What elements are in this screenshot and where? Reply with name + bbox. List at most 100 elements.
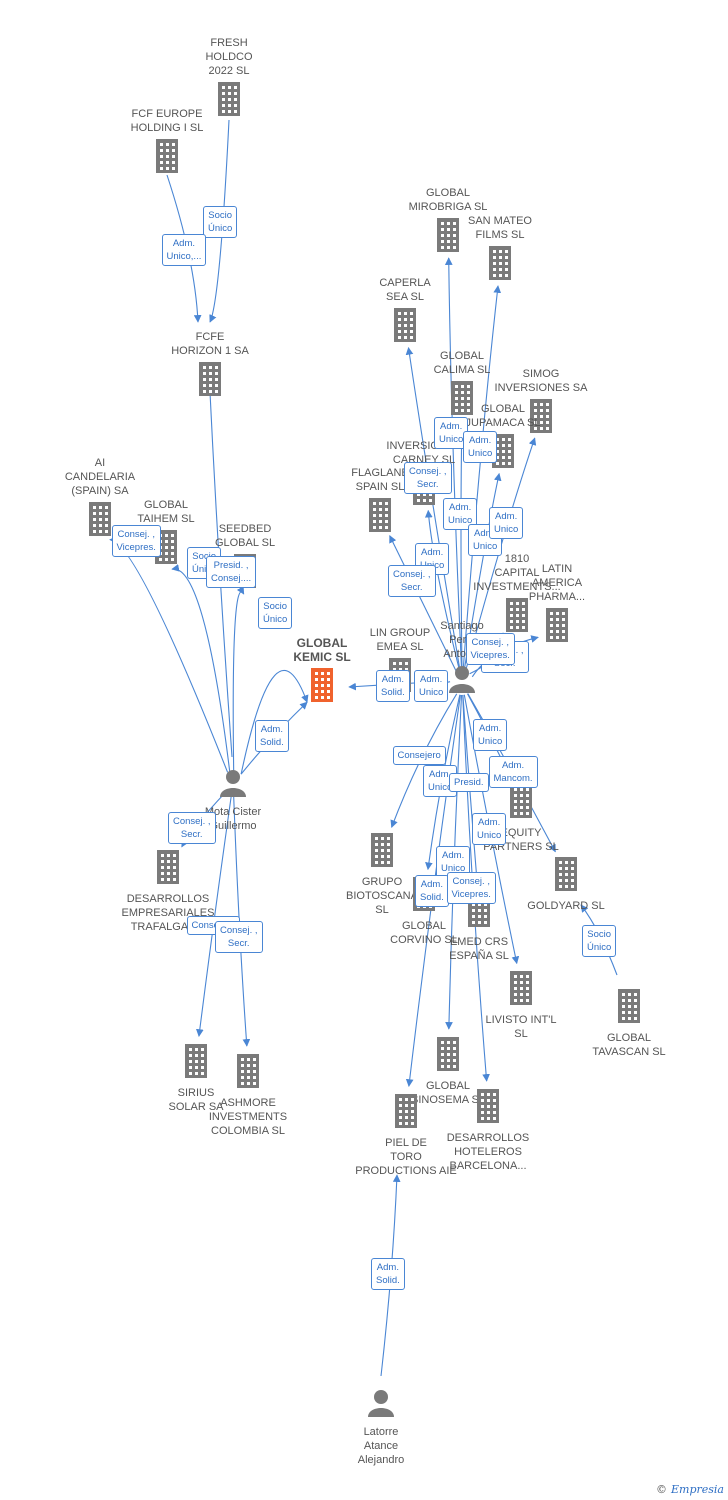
- node-ashmore[interactable]: ASHMORE INVESTMENTS COLOMBIA SL: [183, 1050, 313, 1138]
- node-latam[interactable]: LATIN AMERICA PHARMA...: [492, 562, 622, 650]
- node-equity[interactable]: EQUITY PARTNERS SL: [456, 780, 586, 854]
- node-label: EMED CRS ESPAÑA SL: [449, 936, 509, 962]
- edge-label[interactable]: Adm. Unico,...: [161, 234, 207, 266]
- node-label: EQUITY PARTNERS SL: [483, 827, 559, 853]
- edge-label[interactable]: Consej. , Secr.: [388, 565, 436, 597]
- node-label: PIEL DE TORO PRODUCTIONS AIE: [355, 1137, 457, 1177]
- node-sanmateo[interactable]: SAN MATEO FILMS SL: [435, 214, 565, 288]
- node-sinosema[interactable]: GLOBAL SINOSEMA SL: [383, 1033, 513, 1107]
- building-icon: [423, 1089, 553, 1127]
- edge-label[interactable]: Adm. Solid.: [255, 720, 289, 752]
- edge-label[interactable]: Consej. , Secr.: [168, 812, 216, 844]
- node-label: Latorre Atance Alejandro: [357, 1426, 405, 1466]
- edge-label[interactable]: Adm. Unico: [473, 719, 508, 751]
- edge-label[interactable]: Consej. , Secr.: [404, 462, 452, 494]
- node-label: GLOBAL CALIMA SL: [433, 350, 491, 376]
- edge-label[interactable]: Adm. Solid.: [371, 1258, 405, 1290]
- node-latorre[interactable]: Latorre Atance Alejandro: [316, 1385, 446, 1467]
- node-livisto[interactable]: LIVISTO INT'L SL: [456, 967, 586, 1041]
- edge-label[interactable]: Adm. Mancom.: [488, 756, 538, 788]
- node-label: FCF EUROPE HOLDING I SL: [130, 108, 204, 134]
- building-icon: [397, 381, 527, 419]
- node-aicand[interactable]: AI CANDELARIA (SPAIN) SA: [35, 456, 165, 544]
- node-caperla[interactable]: CAPERLA SEA SL: [340, 276, 470, 350]
- building-icon: [145, 362, 275, 400]
- edge-label[interactable]: Adm. Solid.: [415, 875, 449, 907]
- node-fcfe[interactable]: FCFE HORIZON 1 SA: [145, 330, 275, 404]
- building-icon: [315, 498, 445, 536]
- node-goldyard[interactable]: GOLDYARD SL: [501, 853, 631, 913]
- node-label: SIMOG INVERSIONES SA: [494, 368, 588, 394]
- edge-label[interactable]: Adm. Unico: [463, 431, 498, 463]
- node-grupobio[interactable]: GRUPO BIOTOSCANA SL: [317, 829, 447, 917]
- node-tavascan[interactable]: GLOBAL TAVASCAN SL: [564, 985, 694, 1059]
- edge-mota-to-gtaihem: [171, 564, 231, 772]
- edge-label[interactable]: Adm. Unico: [414, 670, 449, 702]
- edge-santiago-to-carney: [424, 509, 461, 672]
- node-label: SEEDBED GLOBAL SL: [214, 523, 276, 549]
- node-flaglane[interactable]: FLAGLANE SPAIN SL: [315, 466, 445, 540]
- edge-label[interactable]: Consej. , Secr.: [215, 921, 263, 953]
- node-calima[interactable]: GLOBAL CALIMA SL: [397, 349, 527, 423]
- node-label: CAPERLA SEA SL: [379, 277, 431, 303]
- person-icon: [316, 1389, 446, 1421]
- node-label: FCFE HORIZON 1 SA: [171, 331, 249, 357]
- building-icon: [35, 502, 165, 540]
- building-icon: [456, 971, 586, 1009]
- node-label: GLOBAL TAVASCAN SL: [592, 1032, 666, 1058]
- building-icon: [102, 139, 232, 177]
- node-simog[interactable]: SIMOG INVERSIONES SA: [476, 367, 606, 441]
- edge-label[interactable]: Presid. , Consej....: [206, 556, 257, 588]
- node-label: FRESH HOLDCO 2022 SL: [205, 37, 253, 77]
- node-jupamaca[interactable]: GLOBAL JUPAMACA SL: [438, 402, 568, 476]
- node-label: GLOBAL SINOSEMA SL: [411, 1080, 485, 1106]
- edge-label[interactable]: Consej. , Vicepres.: [446, 872, 496, 904]
- edge-label[interactable]: Consejero: [392, 745, 446, 765]
- edge-label[interactable]: Consej. , Vicepres.: [465, 633, 515, 665]
- node-label: DESARROLLOS HOTELEROS BARCELONA...: [446, 1132, 530, 1172]
- node-c1810[interactable]: 1810 CAPITAL INVESTMENTS...: [452, 552, 582, 640]
- node-emedcrs[interactable]: EMED CRS ESPAÑA SL: [414, 889, 544, 963]
- node-mota[interactable]: Mota Cister Guillermo: [168, 765, 298, 833]
- node-label: GLOBAL KEMIC SL: [293, 636, 351, 664]
- node-label: LIVISTO INT'L SL: [485, 1014, 557, 1040]
- node-sirius[interactable]: SIRIUS SOLAR SA: [131, 1040, 261, 1114]
- edge-label[interactable]: Adm. Unico: [489, 507, 524, 539]
- edge-label[interactable]: Adm. Solid.: [376, 670, 410, 702]
- building-icon: [383, 218, 513, 256]
- node-label: GLOBAL TAIHEM SL: [137, 499, 195, 525]
- building-icon: [340, 308, 470, 346]
- edge-label[interactable]: Socio Único: [258, 597, 293, 629]
- node-label: ASHMORE INVESTMENTS COLOMBIA SL: [208, 1097, 288, 1137]
- node-deshot[interactable]: DESARROLLOS HOTELEROS BARCELONA...: [423, 1085, 553, 1173]
- building-icon: [103, 850, 233, 888]
- node-label: AI CANDELARIA (SPAIN) SA: [64, 457, 136, 497]
- edge-mota-to-seedbed: [232, 586, 245, 772]
- building-icon: [257, 668, 387, 706]
- node-pieltoro[interactable]: PIEL DE TORO PRODUCTIONS AIE: [341, 1090, 471, 1178]
- node-label: GLOBAL CORVINO SL: [390, 920, 458, 946]
- person-icon: [397, 665, 527, 697]
- node-label: GLOBAL MIROBRIGA SL: [408, 187, 488, 213]
- node-mirobriga[interactable]: GLOBAL MIROBRIGA SL: [383, 186, 513, 260]
- building-icon: [492, 608, 622, 646]
- node-label: Mota Cister Guillermo: [204, 806, 262, 832]
- brand-footer: ©Empresia: [656, 1483, 724, 1496]
- edge-label[interactable]: Adm. Unico: [434, 417, 469, 449]
- person-icon: [168, 769, 298, 801]
- node-fresh[interactable]: FRESH HOLDCO 2022 SL: [164, 36, 294, 124]
- node-fcfeu[interactable]: FCF EUROPE HOLDING I SL: [102, 107, 232, 181]
- building-icon: [564, 989, 694, 1027]
- node-kemic[interactable]: GLOBAL KEMIC SL: [257, 636, 387, 710]
- node-label: LATIN AMERICA PHARMA...: [528, 563, 586, 603]
- edge-label[interactable]: Socio Único: [582, 925, 617, 957]
- building-icon: [452, 598, 582, 636]
- edge-label[interactable]: Socio Único: [203, 206, 238, 238]
- building-icon: [456, 784, 586, 822]
- edge-label[interactable]: Consej. , Vicepres.: [111, 525, 161, 557]
- building-icon: [183, 1054, 313, 1092]
- edge-label[interactable]: Presid.: [449, 772, 489, 792]
- edge-label[interactable]: Adm. Unico: [472, 813, 507, 845]
- node-santiago[interactable]: Santiago Peral Antonio: [397, 619, 527, 701]
- building-icon: [435, 246, 565, 284]
